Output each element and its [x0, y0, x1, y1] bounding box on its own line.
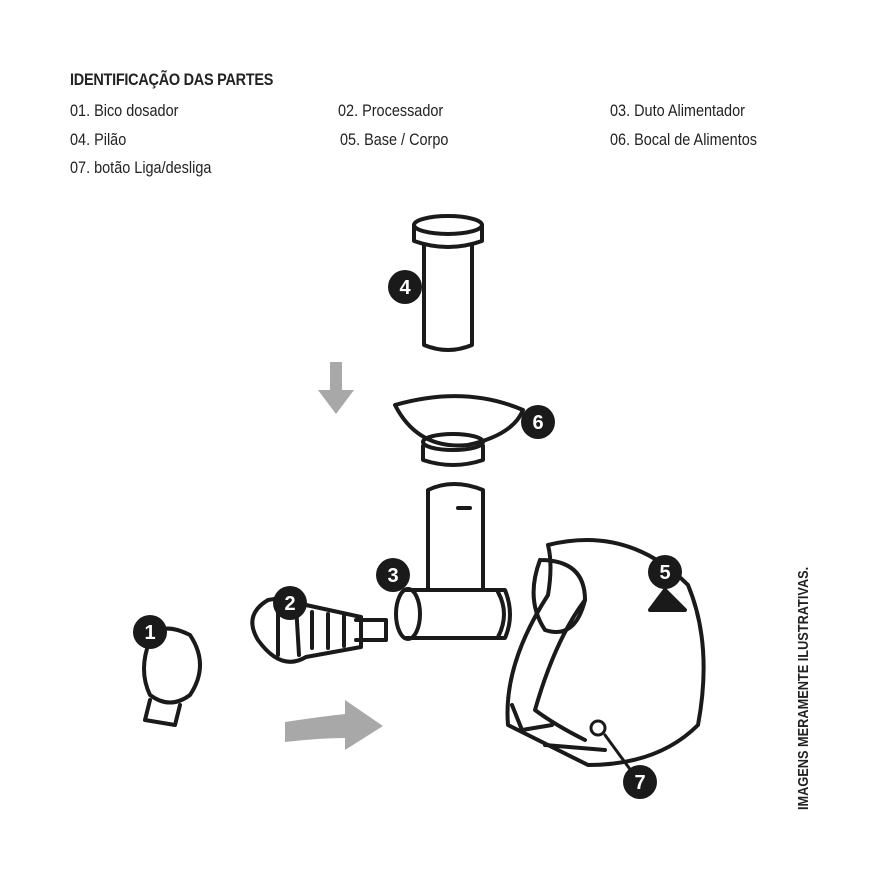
pusher-part	[412, 214, 484, 352]
marker-4: 4	[399, 277, 411, 299]
marker-1: 1	[144, 622, 155, 644]
marker-2: 2	[284, 593, 295, 615]
part-label-6: 06. Bocal de Alimentos	[610, 130, 758, 149]
right-arrow-icon	[285, 700, 383, 750]
part-label-1: 01. Bico dosador	[70, 101, 179, 120]
marker-3: 3	[387, 565, 398, 587]
power-button-icon	[589, 719, 607, 737]
marker-7: 7	[634, 772, 645, 794]
part-label-5: 05. Base / Corpo	[340, 130, 449, 149]
marker-6: 6	[532, 412, 543, 434]
part-label-4: 04. Pilão	[70, 130, 127, 149]
part-label-3: 03. Duto Alimentador	[610, 101, 745, 120]
heading: IDENTIFICAÇÃO DAS PARTES	[70, 70, 274, 89]
part-markers: 1 2 3 4 5 6 7	[133, 270, 682, 799]
down-arrow-icon	[318, 362, 354, 414]
marker-5: 5	[659, 562, 670, 584]
hopper-part	[393, 394, 525, 467]
part-label-2: 02. Processador	[338, 101, 444, 120]
part-label-7: 07. botão Liga/desliga	[70, 158, 212, 177]
auger-part	[250, 596, 388, 664]
nozzle-part	[142, 626, 202, 727]
base-part	[505, 538, 706, 767]
feed-tube-part	[394, 482, 512, 641]
